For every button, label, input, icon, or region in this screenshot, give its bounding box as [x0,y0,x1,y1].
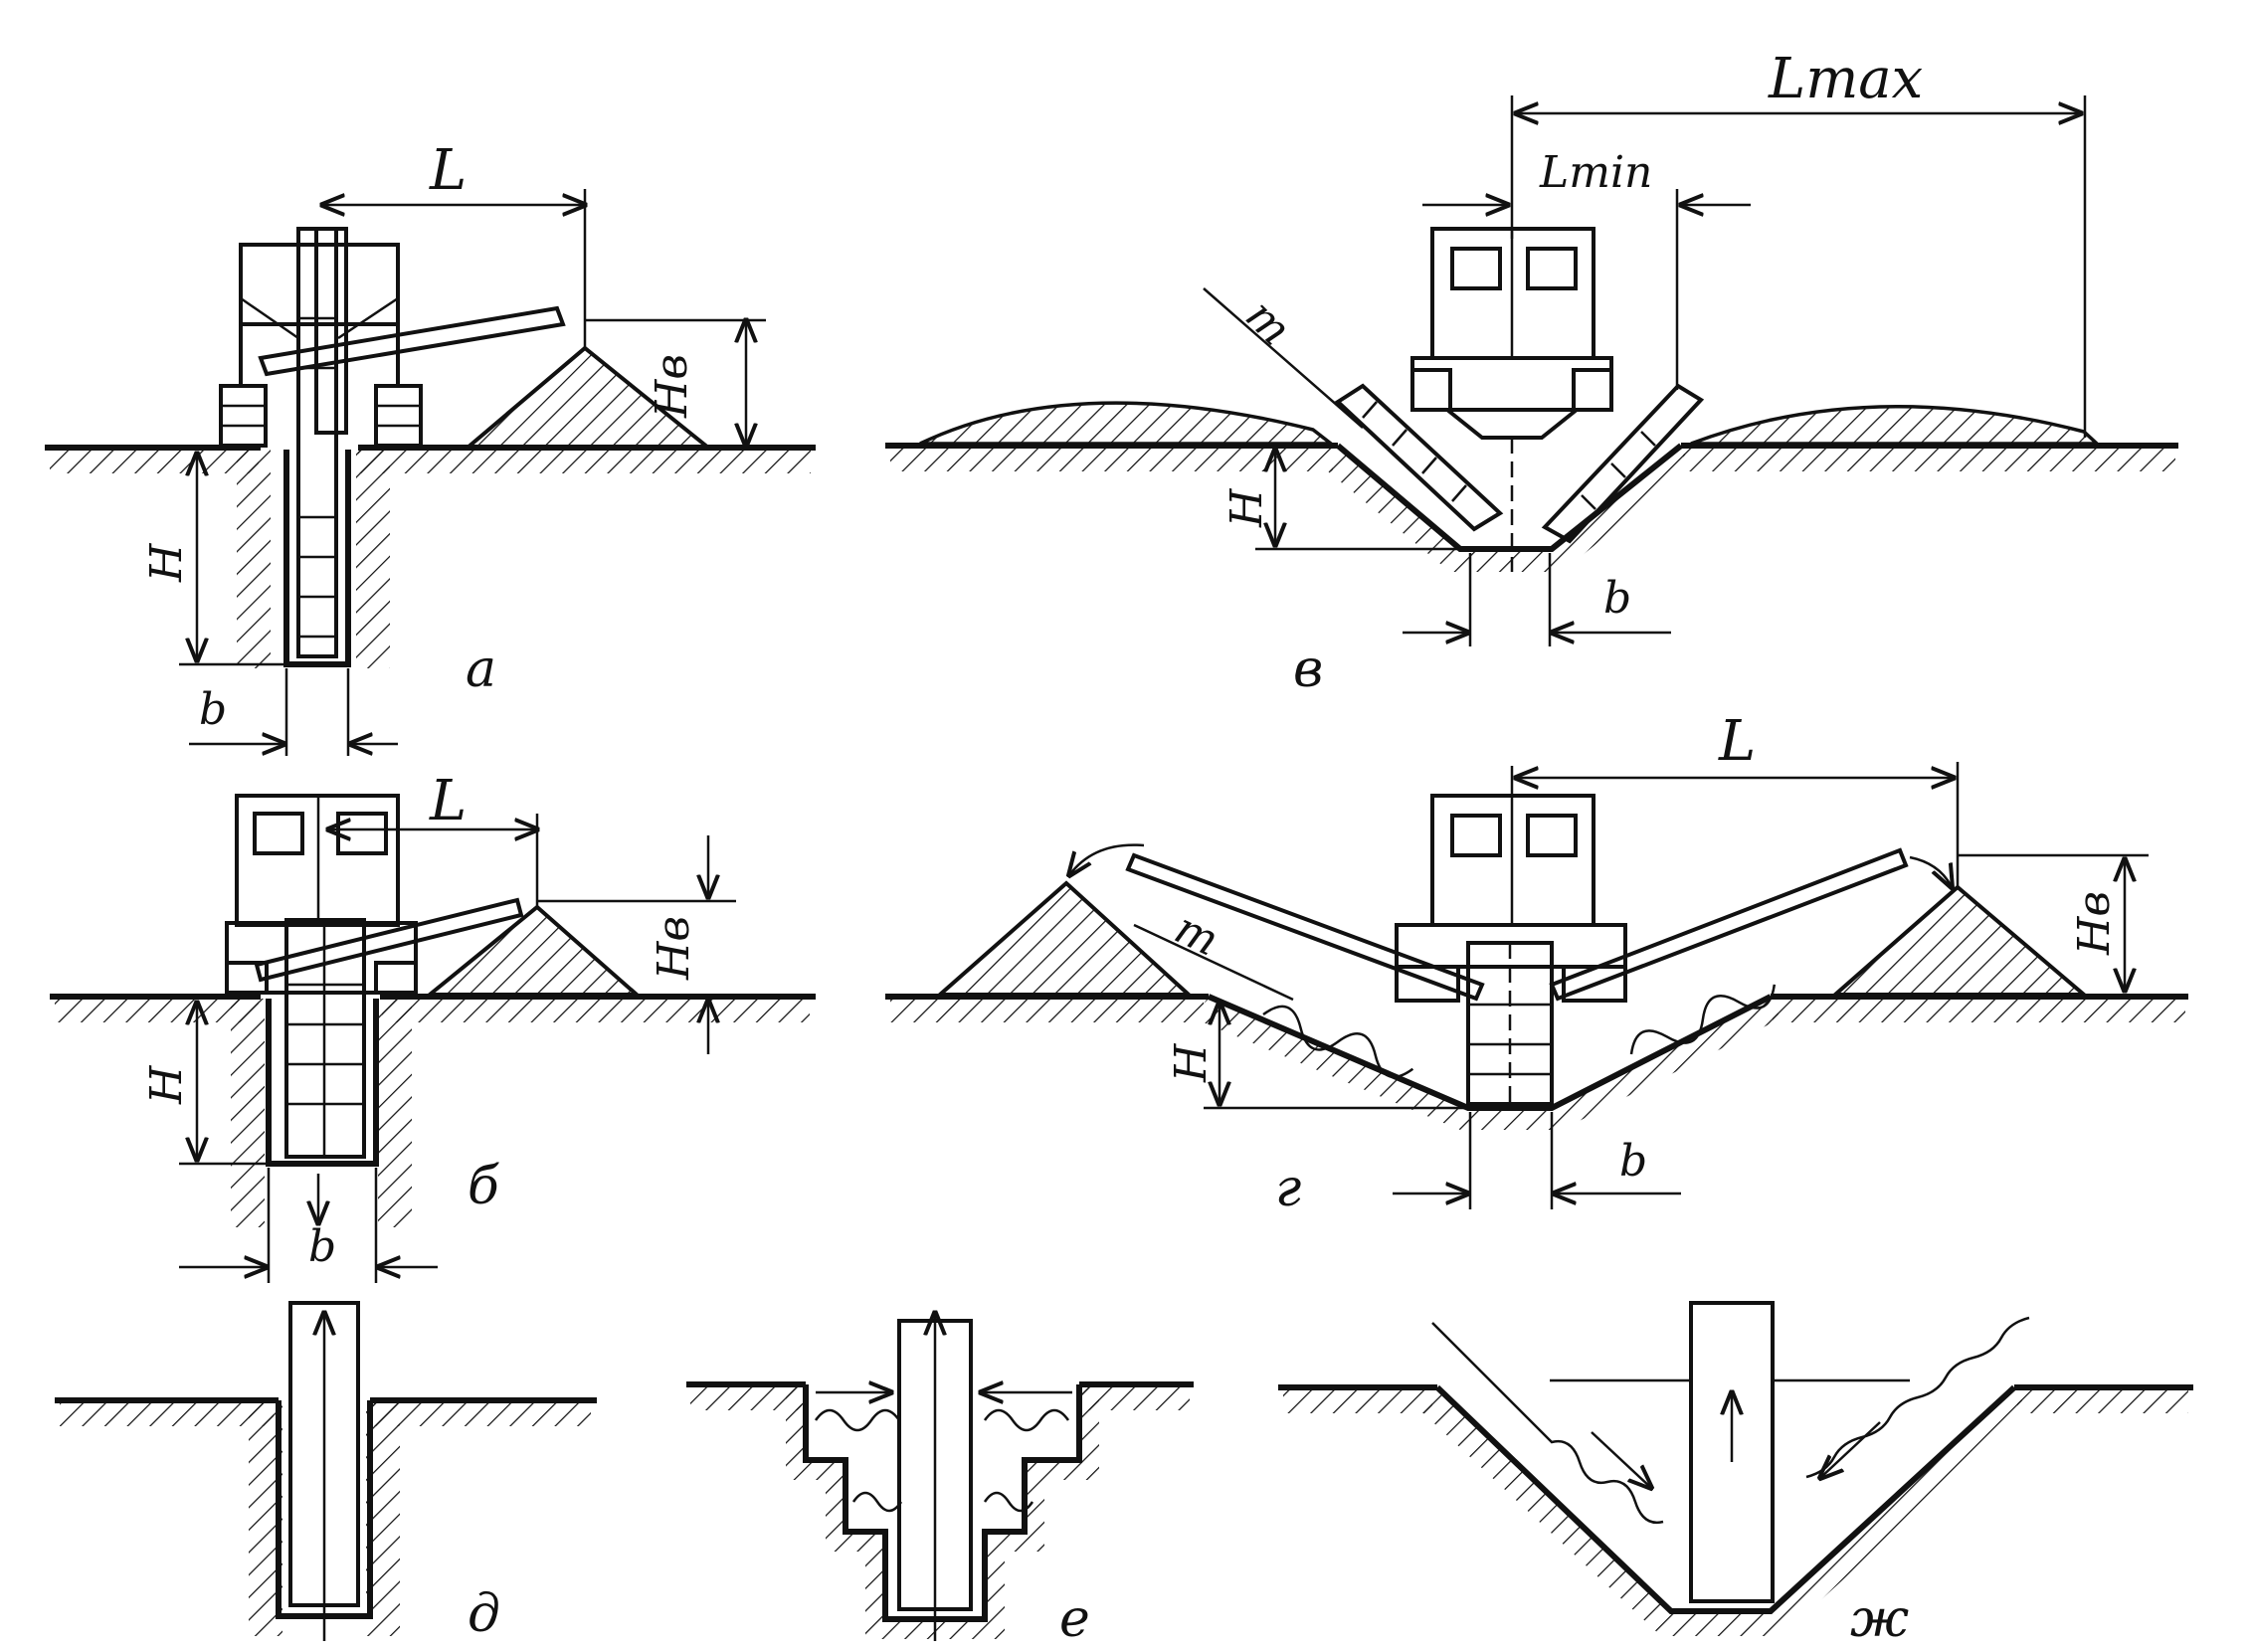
caption-e: е [1059,1589,1090,1647]
panel-b: L Hв H b б [50,769,816,1283]
panel-zh: ж [1278,1301,2193,1649]
label-g-b: b [1619,1136,1647,1187]
label-a-b: b [199,684,227,735]
label-a-H: H [141,542,192,583]
label-b-b: b [308,1221,336,1272]
caption-g: г [1275,1159,1301,1218]
panel-d: д [55,1301,597,1644]
label-v-b: b [1603,573,1631,624]
label-g-H: H [1166,1042,1217,1083]
caption-zh: ж [1850,1589,1909,1647]
label-b-H: H [141,1064,192,1105]
caption-b: б [468,1157,499,1216]
label-g-m: m [1167,903,1225,967]
caption-a: а [466,640,496,699]
label-g-Hv: Hв [2069,891,2120,956]
label-v-Lmin: Lmin [1539,147,1652,198]
label-b-L: L [429,769,467,833]
label-b-Hv: Hв [649,916,699,981]
panel-v: m Lmax Lmin H b в [885,47,2178,699]
label-v-Lmax: Lmax [1768,47,1923,111]
label-a-Hv: Hв [647,354,697,419]
panel-a: L Hв H b а [45,138,816,756]
panel-g: m L Hв H b г [885,709,2188,1218]
panel-e: е [686,1313,1194,1649]
label-v-H: H [1221,487,1272,528]
caption-v: в [1293,640,1323,699]
label-g-L: L [1718,709,1756,774]
caption-d: д [468,1584,500,1644]
label-a-L: L [429,138,467,203]
label-v-m: m [1235,290,1301,356]
